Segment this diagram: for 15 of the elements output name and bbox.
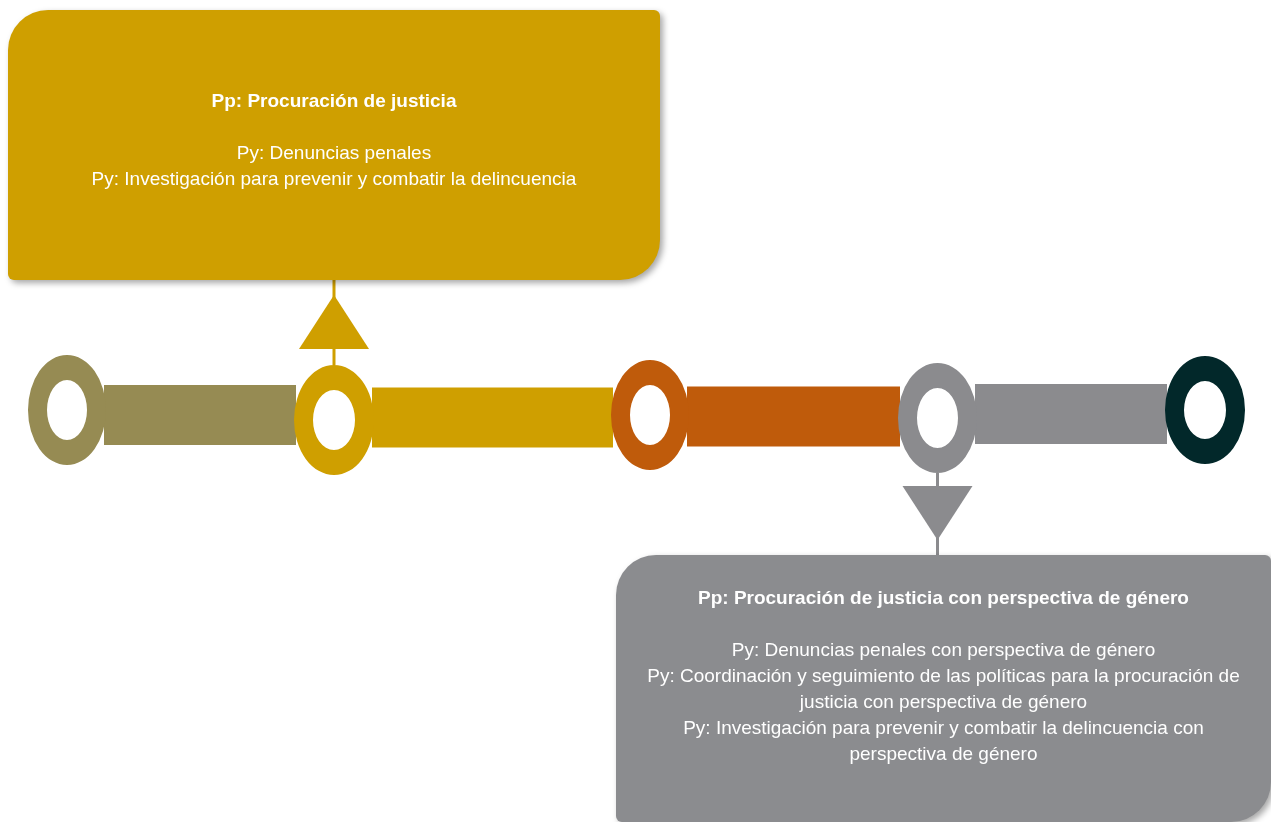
timeline-bar bbox=[104, 385, 296, 445]
timeline-bar bbox=[372, 387, 613, 448]
project-item: Py: Coordinación y seguimiento de las políticas para la procuración de justicia con perspectiva de género bbox=[646, 664, 1241, 714]
timeline-bar bbox=[975, 384, 1167, 444]
project-item: Py: Denuncias penales con perspectiva de género bbox=[731, 638, 1156, 662]
project-item: Py: Investigación para prevenir y combatir la delincuencia con perspectiva de género bbox=[682, 716, 1205, 766]
callout-box bbox=[8, 10, 660, 280]
callout-heading: Pp: Procuración de justicia con perspectiva de género bbox=[698, 586, 1189, 610]
project-item: Py: Denuncias penales bbox=[236, 141, 432, 165]
callout-heading: Pp: Procuración de justicia bbox=[211, 89, 457, 113]
callout-box bbox=[616, 555, 1271, 822]
pointer-arrow bbox=[902, 473, 973, 555]
project-item: Py: Investigación para prevenir y combatir la delincuencia bbox=[91, 167, 577, 191]
timeline-bar bbox=[687, 386, 900, 447]
pointer-arrow bbox=[299, 280, 369, 365]
